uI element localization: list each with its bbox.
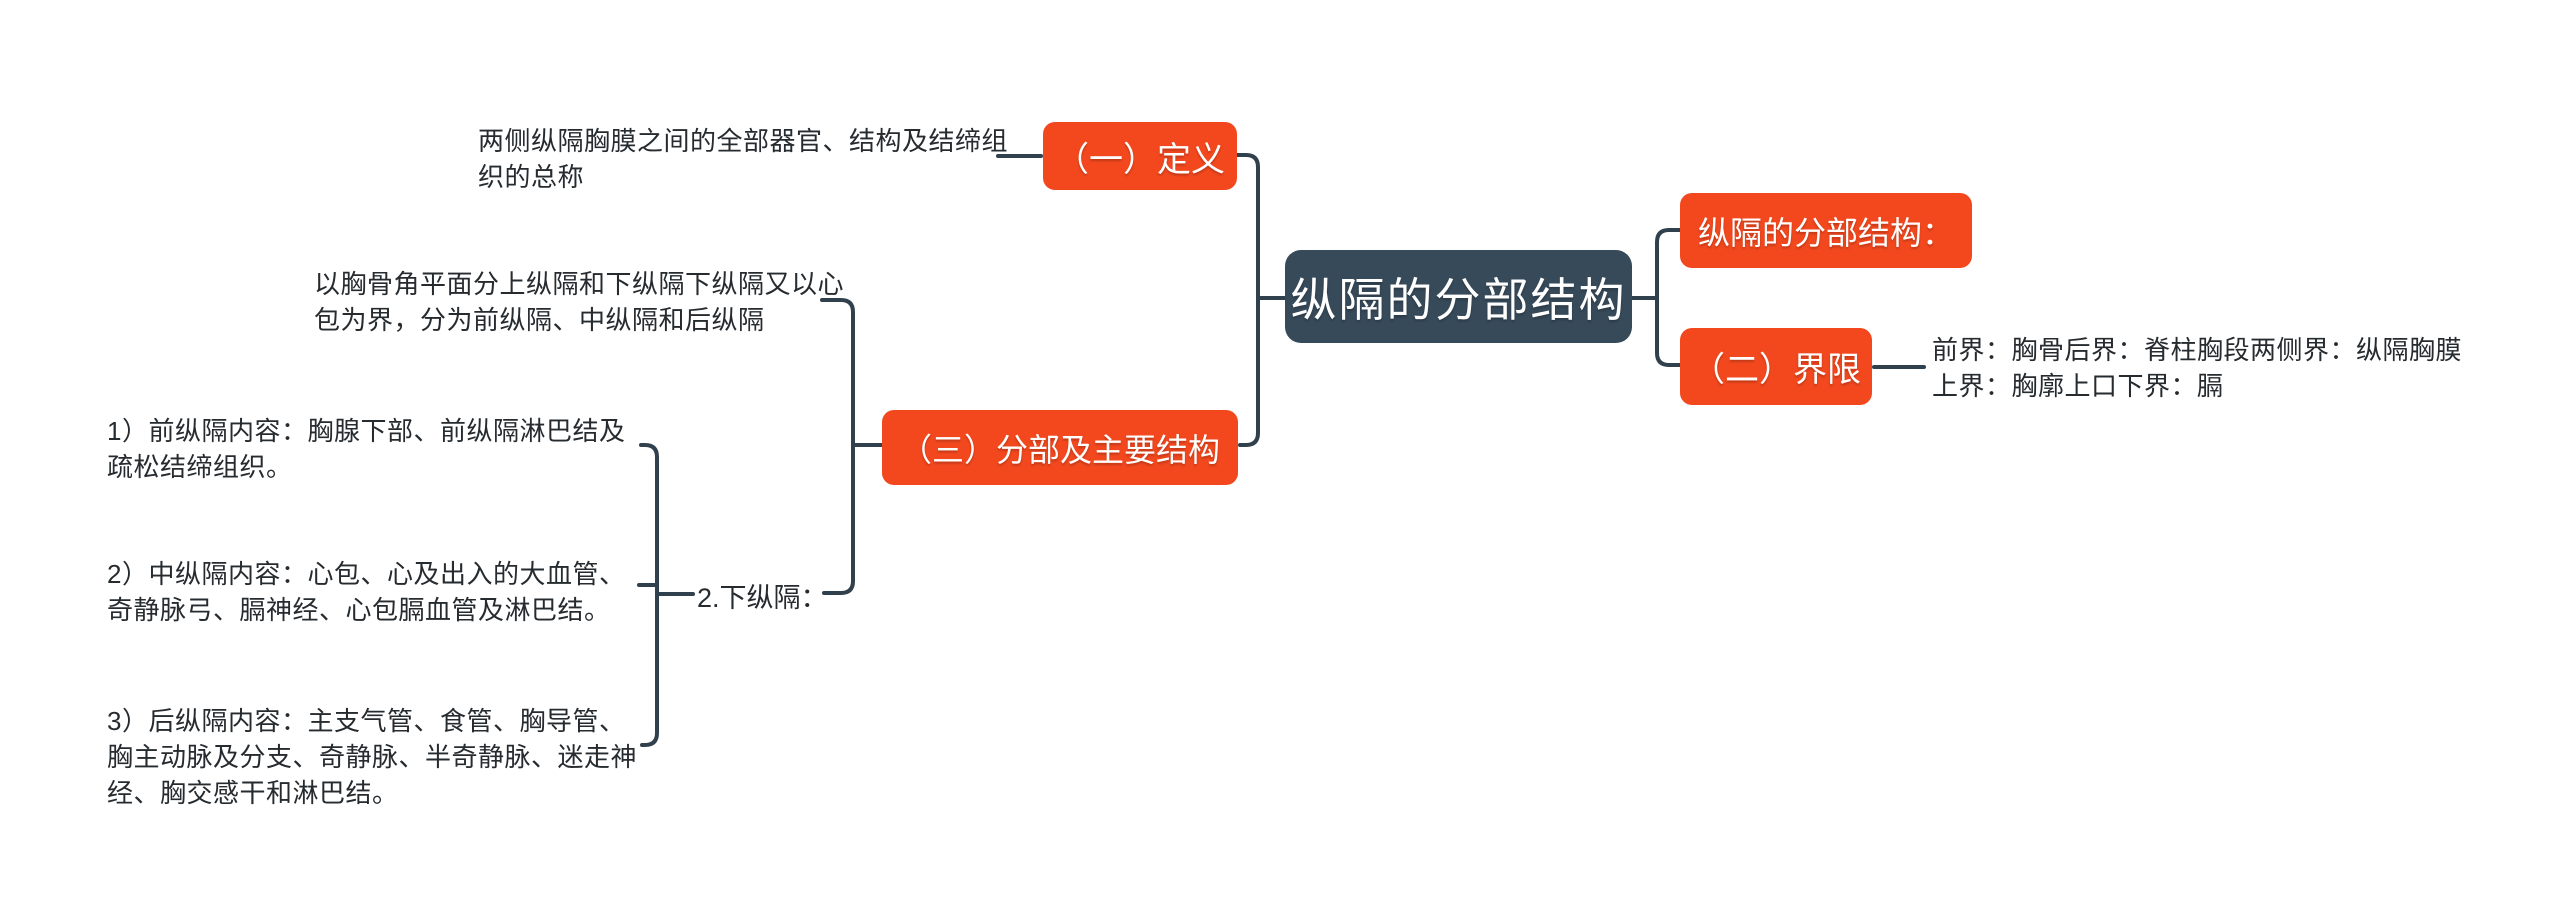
note-item-posterior[interactable]: 3）后纵隔内容：主支气管、食管、胸导管、 胸主动脉及分支、奇静脉、半奇静脉、迷走…	[107, 706, 638, 808]
note-definition[interactable]: 两侧纵隔胸膜之间的全部器官、结构及结缔组 织的总称	[478, 126, 1009, 192]
label-lower-mediastinum[interactable]: 2.下纵隔：	[697, 583, 828, 613]
connector-left-bracket	[1235, 153, 1260, 447]
note-boundary[interactable]: 前界：胸骨后界：脊柱胸段两侧界：纵隔胸膜 上界：胸廓上口下界：膈	[1932, 335, 2463, 401]
connector-sections-bracket	[820, 298, 855, 595]
node-root[interactable]: 纵隔的分部结构	[1285, 250, 1632, 343]
note-sections[interactable]: 以胸骨角平面分上纵隔和下纵隔下纵隔又以心 包为界，分为前纵隔、中纵隔和后纵隔	[314, 269, 845, 335]
node-boundary[interactable]: （二）界限	[1680, 328, 1872, 405]
connector-right-bracket	[1655, 228, 1684, 367]
node-definition[interactable]: （一）定义	[1043, 122, 1237, 190]
node-structure-title[interactable]: 纵隔的分部结构：	[1680, 193, 1972, 268]
note-item-anterior[interactable]: 1）前纵隔内容：胸腺下部、前纵隔淋巴结及 疏松结缔组织。	[107, 416, 626, 482]
node-sections[interactable]: （三）分部及主要结构	[882, 410, 1238, 485]
note-item-middle[interactable]: 2）中纵隔内容：心包、心及出入的大血管、 奇静脉弓、膈神经、心包膈血管及淋巴结。	[107, 559, 626, 625]
